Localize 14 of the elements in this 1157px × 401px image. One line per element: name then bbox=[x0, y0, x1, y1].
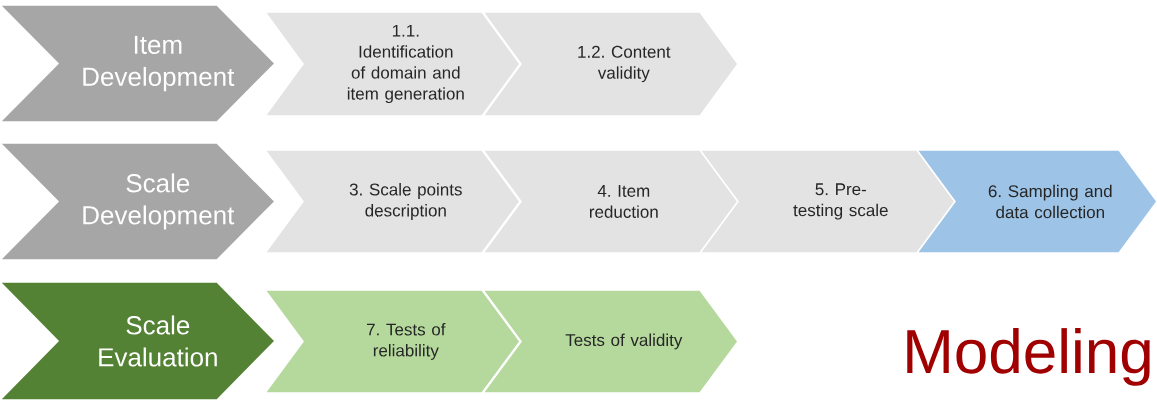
phase-box: Item Development bbox=[0, 4, 277, 123]
node-label: Tests of validity bbox=[565, 333, 683, 350]
title-text: Modeling bbox=[907, 328, 1150, 386]
step-box: 3. Scale points description bbox=[263, 149, 521, 254]
step-box: 4. Item reduction bbox=[481, 149, 739, 254]
node-label: 7. Tests of reliability bbox=[367, 323, 446, 360]
step-box: 1.2. Content validity bbox=[481, 11, 739, 117]
step-box: 1.1. Identification of domain and item generation bbox=[263, 11, 521, 117]
phase-box: Scale Evaluation bbox=[0, 281, 277, 401]
step-box: Tests of validity bbox=[481, 289, 739, 394]
step-box: 5. Pre-testing scale bbox=[698, 149, 956, 254]
step-box: 7. Tests of reliability bbox=[263, 289, 521, 394]
phase-box: Scale Development bbox=[0, 142, 277, 261]
step-box: 6. Sampling and data collection bbox=[915, 149, 1157, 254]
